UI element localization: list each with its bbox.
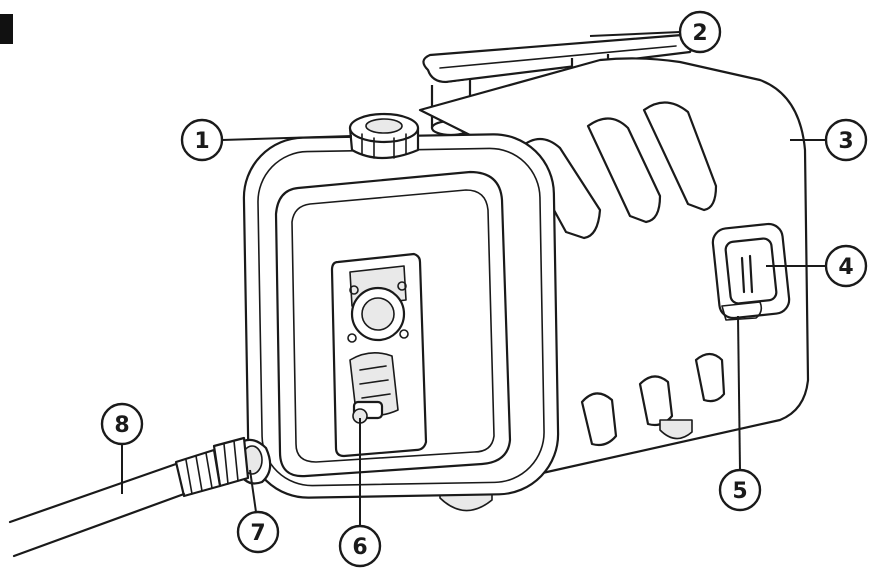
callout-8-number: 8 [114, 413, 129, 438]
callout-6-number: 6 [352, 535, 367, 560]
fill-cap [348, 112, 420, 160]
callout-6: 6 [338, 524, 382, 568]
leader-7 [249, 469, 257, 513]
inlet-connector [212, 436, 272, 488]
callout-7: 7 [236, 510, 280, 554]
callout-4-number: 4 [838, 255, 853, 280]
callout-8: 8 [100, 402, 144, 446]
callout-5: 5 [718, 468, 762, 512]
corner-mark [0, 14, 13, 44]
callout-4: 4 [824, 244, 868, 288]
callout-1-number: 1 [194, 129, 209, 154]
callout-2: 2 [678, 10, 722, 54]
power-switch [711, 222, 791, 321]
callout-3-number: 3 [838, 129, 853, 154]
leader-5 [737, 315, 741, 471]
callout-5-number: 5 [732, 479, 747, 504]
pump-head [330, 252, 428, 458]
callout-7-number: 7 [250, 521, 265, 546]
leader-2 [589, 31, 681, 37]
callout-2-number: 2 [692, 21, 707, 46]
callout-1: 1 [180, 118, 224, 162]
hose [8, 448, 222, 558]
callout-3: 3 [824, 118, 868, 162]
leader-1 [221, 135, 353, 141]
